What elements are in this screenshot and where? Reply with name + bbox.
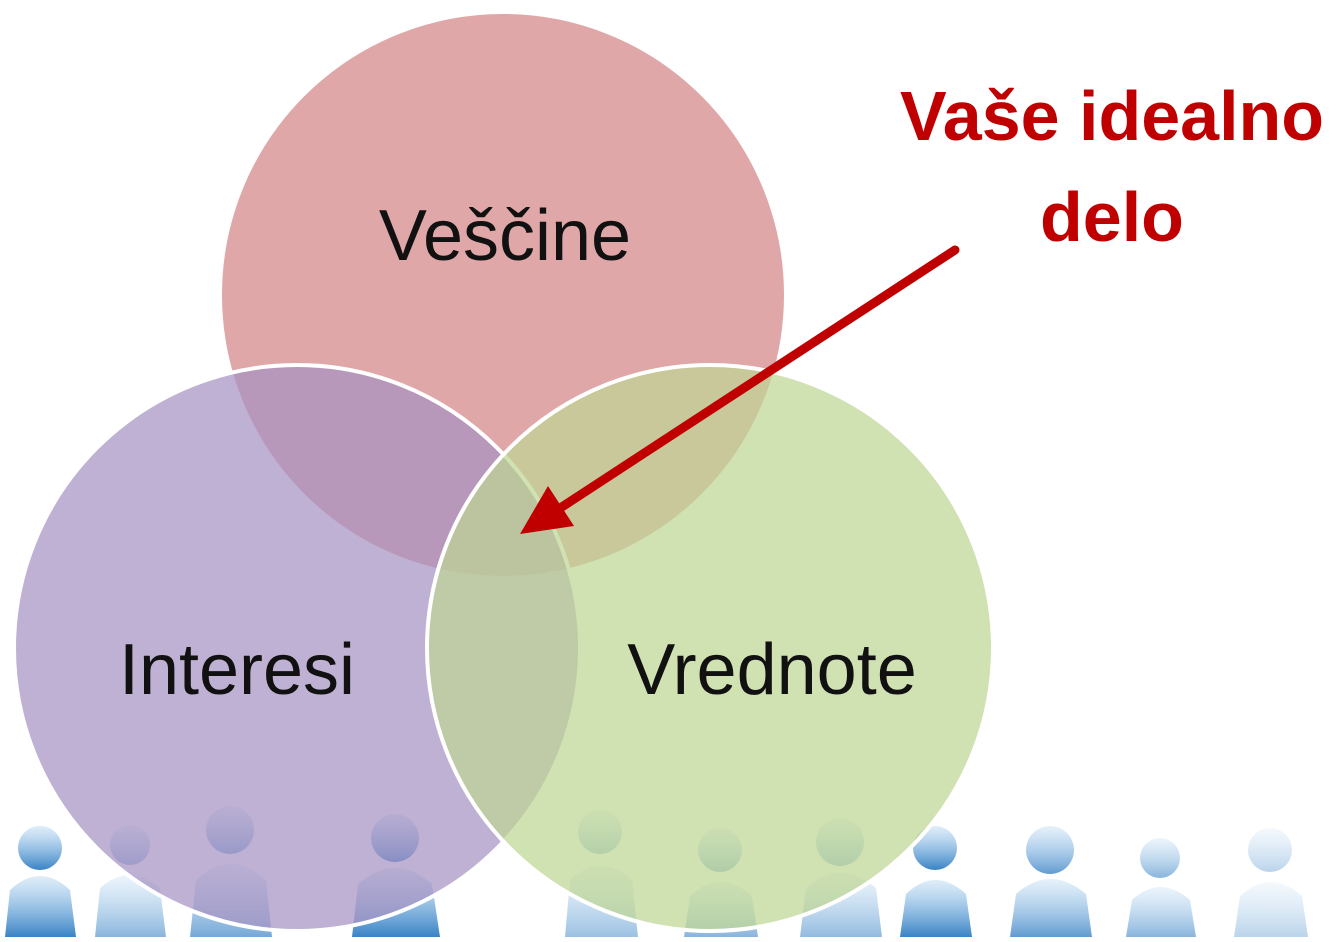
person-silhouette xyxy=(5,826,76,937)
person-silhouette xyxy=(1010,826,1092,937)
venn-circles xyxy=(12,10,995,933)
callout-arrow xyxy=(540,245,960,523)
label-interesi: Interesi xyxy=(119,630,355,710)
callout-arrowhead xyxy=(520,486,574,534)
label-vescine: Veščine xyxy=(379,196,631,276)
person-silhouette xyxy=(900,826,972,937)
callout-line1: Vaše idealno xyxy=(900,77,1324,155)
person-silhouette xyxy=(1126,838,1196,937)
person-silhouette xyxy=(1234,828,1308,937)
label-vrednote: Vrednote xyxy=(627,630,917,710)
callout-line2: delo xyxy=(1040,178,1184,256)
